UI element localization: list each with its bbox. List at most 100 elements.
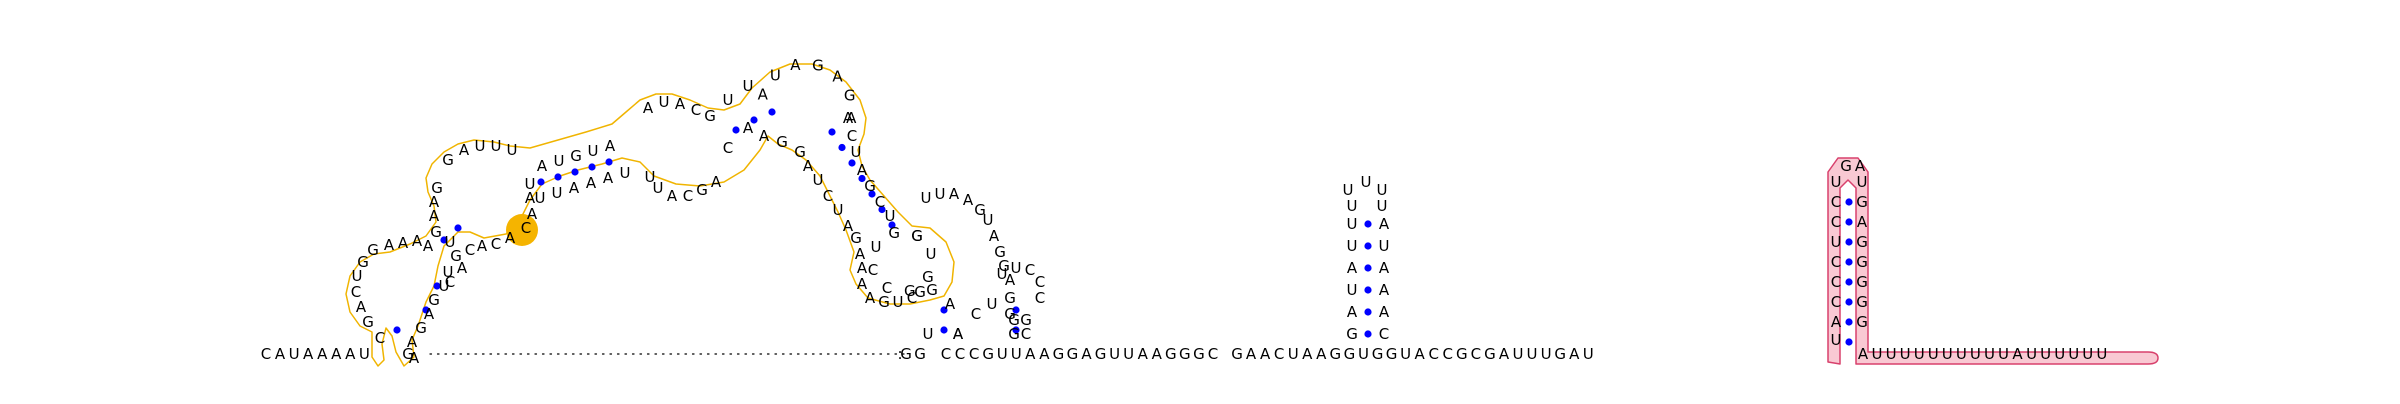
helix2-nucleotide: U (620, 164, 631, 182)
terminator-nucleotide: A (1855, 157, 1866, 175)
base-pair-dot (537, 178, 545, 186)
internal-loop-nucleotide: G (696, 181, 708, 199)
domain1-nucleotide: G (362, 313, 374, 331)
hairpin-nucleotide: G (844, 87, 856, 105)
inner-loop-nucleotide: G (878, 293, 890, 311)
base-pair-dot (1845, 218, 1853, 226)
base-pair-dot (1012, 326, 1020, 334)
hairpin-nucleotide: U (723, 91, 734, 109)
base-pair-dot (1845, 238, 1853, 246)
inner-loop-nucleotide: C (907, 289, 917, 307)
backbone-nucleotide: G (1231, 345, 1243, 363)
right-helix-nucleotide: A (855, 245, 866, 263)
base-pair-dot (1364, 220, 1372, 228)
base-pair-dot (1364, 264, 1372, 272)
arm-nucleotide: U (1011, 259, 1022, 277)
backbone-nucleotide: A (1316, 345, 1327, 363)
internal-loop-nucleotide: U (653, 179, 664, 197)
base-pair-dot (433, 282, 441, 290)
backbone-nucleotide: U (1513, 345, 1524, 363)
multiloop-nucleotide: A (477, 237, 488, 255)
highlight-regions (345, 63, 2159, 367)
base-pair-dot (868, 190, 876, 198)
domain1-nucleotide: G (367, 241, 379, 259)
hairpin-nucleotide: G (812, 57, 824, 75)
right-helix-nucleotide: U (885, 207, 896, 225)
inner-loop-nucleotide: A (857, 259, 868, 277)
middle-hairpin-nucleotide: U (1347, 281, 1358, 299)
right-helix-nucleotide: A (803, 157, 814, 175)
inner-loop-nucleotide: G (914, 283, 926, 301)
domain1-nucleotide: A (409, 349, 420, 367)
inner-loop-nucleotide: C (868, 261, 878, 279)
middle-hairpin-nucleotide: U (1343, 181, 1354, 199)
inner-loop-nucleotide: U (893, 293, 904, 311)
base-pair-dot (554, 173, 562, 181)
domain1-nucleotide: A (384, 236, 395, 254)
poly-u-tail-nucleotide: U (1928, 345, 1939, 363)
backbone-nucleotide: A (1569, 345, 1580, 363)
helix2-nucleotide: A (586, 174, 597, 192)
poly-u-tail-nucleotide: U (1956, 345, 1967, 363)
base-pair-dot (1364, 286, 1372, 294)
multiloop-nucleotide: U (475, 137, 486, 155)
base-pair-dot (858, 174, 866, 183)
backbone-nucleotide: A (1499, 345, 1510, 363)
base-pair-dot (454, 224, 462, 232)
inner-loop-nucleotide: G (904, 282, 916, 300)
poly-u-tail-nucleotide: U (2096, 345, 2107, 363)
multiloop-nucleotide: U (507, 141, 518, 159)
helix3-nucleotide: G (776, 133, 788, 151)
arm-nucleotide: U (921, 189, 932, 207)
domain1-nucleotide: A (423, 237, 434, 255)
backbone-nucleotide: C (1471, 345, 1481, 363)
backbone-nucleotide: A (1025, 345, 1036, 363)
terminator-nucleotide: G (1856, 193, 1868, 211)
stem-nucleotide: C (1021, 325, 1031, 343)
terminator-nucleotide: C (1831, 253, 1841, 271)
hairpin-nucleotide: U (770, 67, 781, 85)
right-helix-nucleotide: A (843, 109, 854, 127)
poly-u-tail-nucleotide: U (2068, 345, 2079, 363)
backbone-nucleotide: A (1138, 345, 1149, 363)
backbone-nucleotide: U (359, 345, 370, 363)
domain1-nucleotide: G (402, 345, 414, 363)
arm-nucleotide: C (1035, 289, 1045, 307)
arm-nucleotide: A (945, 295, 956, 313)
backbone-nucleotide: U (1527, 345, 1538, 363)
terminator-nucleotide: U (1831, 331, 1842, 349)
middle-hairpin-nucleotide: A (1379, 259, 1390, 277)
base-pair-dot (588, 163, 596, 171)
base-pair-dot (1845, 338, 1853, 346)
terminator-nucleotide: G (1856, 273, 1868, 291)
terminator-nucleotide: U (1831, 173, 1842, 191)
terminator-nucleotide: U (1831, 233, 1842, 251)
base-pair-dot (940, 326, 948, 334)
backbone-nucleotide: U (997, 345, 1008, 363)
arm-nucleotide: G (1004, 305, 1016, 323)
middle-hairpin-nucleotide: U (1377, 181, 1388, 199)
domain1-nucleotide: U (443, 263, 454, 281)
base-pair-dot (440, 236, 448, 244)
middle-hairpin-nucleotide: U (1347, 197, 1358, 215)
base-pair-dot (1364, 308, 1372, 316)
arm-nucleotide: C (971, 305, 981, 323)
base-pair-dot (940, 306, 948, 314)
domain1-nucleotide: U (445, 233, 456, 251)
stem-nucleotide: A (953, 325, 964, 343)
inner-loop-nucleotide: G (926, 281, 938, 299)
backbone-nucleotide: C (1274, 345, 1284, 363)
backbone-nucleotide: C (1428, 345, 1438, 363)
helix2-nucleotide: A (605, 137, 616, 155)
backbone-nucleotide: U (1011, 345, 1022, 363)
backbone-nucleotide: A (1260, 345, 1271, 363)
inner-loop-nucleotide: A (857, 275, 868, 293)
middle-hairpin-nucleotide: U (1347, 237, 1358, 255)
backbone-nucleotide: U (1583, 345, 1594, 363)
backbone-nucleotide: G (982, 345, 994, 363)
poly-u-tail-nucleotide: U (1886, 345, 1897, 363)
orange-filled-nucleotide-highlight (506, 214, 538, 246)
right-helix-nucleotide: C (875, 193, 885, 211)
right-helix-nucleotide: G (794, 143, 806, 161)
